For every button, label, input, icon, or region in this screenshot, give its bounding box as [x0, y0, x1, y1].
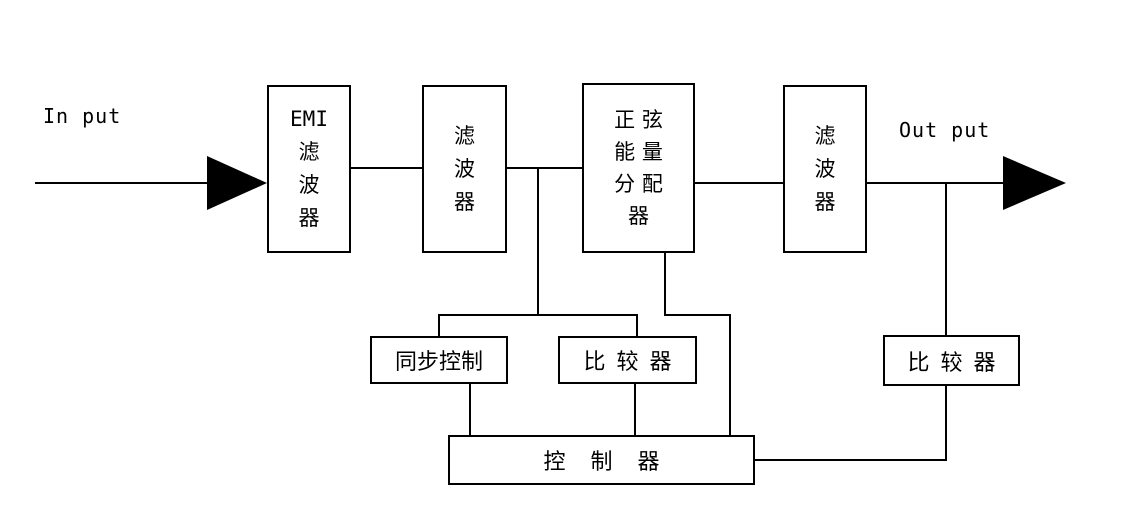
- block-sine-energy-distributor-label: 正 弦 能 量 分 配 器: [614, 108, 663, 228]
- wire-filter2-to-distributor: [505, 167, 583, 169]
- wire-filter4-to-output: [865, 182, 1005, 184]
- block-comparator-right: 比 较 器: [883, 335, 1020, 386]
- wire-comparator-left-to-controller: [634, 382, 636, 437]
- block-filter-2-label: 滤 波 器: [454, 123, 475, 214]
- block-emi-filter: EMI 滤 波 器: [267, 85, 351, 253]
- wire-distributor-down: [664, 251, 666, 316]
- block-controller: 控 制 器: [448, 435, 755, 485]
- wire-comparator-right-down: [945, 384, 947, 461]
- wire-output-tap-down: [945, 182, 947, 337]
- block-controller-label: 控 制 器: [543, 450, 660, 475]
- wire-input: [35, 182, 207, 184]
- input-label: In put: [43, 104, 122, 128]
- block-emi-filter-label: EMI 滤 波 器: [290, 107, 328, 230]
- wire-distributor-to-filter4: [695, 182, 785, 184]
- wire-drop-to-sync: [438, 314, 440, 338]
- block-sine-energy-distributor: 正 弦 能 量 分 配 器: [582, 83, 695, 253]
- input-arrow-icon: [207, 156, 267, 210]
- block-comparator-left-label: 比 较 器: [583, 350, 672, 375]
- block-filter-4-label: 滤 波 器: [814, 123, 836, 214]
- wire-sync-to-controller: [469, 382, 471, 437]
- wire-distributor-to-controller: [729, 314, 731, 437]
- block-sync-control-label: 同步控制: [394, 350, 483, 375]
- wire-bus-horizontal: [438, 314, 638, 316]
- block-filter-4: 滤 波 器: [783, 85, 867, 253]
- wire-distributor-elbow: [664, 314, 731, 316]
- block-sync-control: 同步控制: [370, 336, 508, 384]
- wire-controller-to-comparator-right: [755, 459, 947, 461]
- wire-emi-to-filter2: [350, 167, 424, 169]
- block-filter-2: 滤 波 器: [422, 85, 507, 253]
- block-comparator-left: 比 较 器: [558, 336, 697, 384]
- output-label: Out put: [899, 118, 991, 142]
- block-comparator-right-label: 比 较 器: [907, 350, 996, 376]
- wire-tap-down: [537, 167, 539, 316]
- wire-drop-to-comparator-left: [636, 314, 638, 338]
- output-arrow-icon: [1003, 156, 1066, 210]
